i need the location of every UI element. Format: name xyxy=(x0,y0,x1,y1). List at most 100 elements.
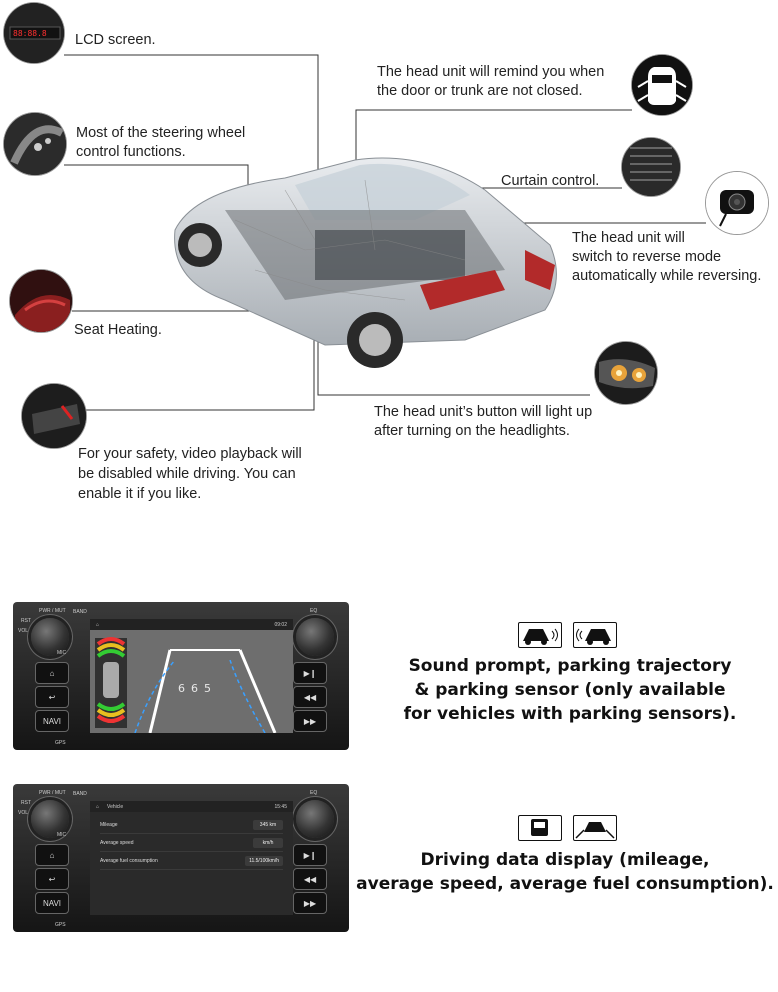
label-vol-2: VOL xyxy=(18,810,29,816)
feature-diagram: 88:88.8 LCD screen. xyxy=(4,3,768,504)
vehicle-data-list: Mileage 345 km Average speed km/h Averag… xyxy=(90,812,293,915)
status-bar-2: ⌂ Vehicle 15:45 xyxy=(90,801,293,812)
callout-button: The head unit’s button will light up aft… xyxy=(374,403,592,441)
volume-knob-2[interactable] xyxy=(31,800,69,838)
next-button-2[interactable]: ▶❙ xyxy=(293,844,327,866)
svg-text:88:88.8: 88:88.8 xyxy=(13,29,47,38)
row-value: km/h xyxy=(253,837,283,848)
vehicle-title: Vehicle xyxy=(107,803,124,810)
parking-caption-line-3: for vehicles with parking sensors). xyxy=(403,704,737,724)
curtain-icon xyxy=(622,138,680,196)
home-icon[interactable]: ⌂ xyxy=(96,621,100,628)
parking-caption-line-2: & parking sensor (only available xyxy=(414,680,726,700)
row-label: Average speed xyxy=(100,839,134,846)
prev-button[interactable]: ◀◀ xyxy=(293,686,327,708)
unit-screen-2: ⌂ Vehicle 15:45 Mileage 345 km Average s… xyxy=(90,801,293,915)
callout-reverse-line-1: The head unit will xyxy=(572,230,685,246)
status-time: 09:02 xyxy=(274,621,287,628)
lcd-screen-icon: 88:88.8 xyxy=(4,3,64,63)
callout-lcd: LCD screen. xyxy=(75,31,156,50)
home-button[interactable]: ⌂ xyxy=(35,662,69,684)
headlight-icon xyxy=(595,342,657,404)
parking-caption: Sound prompt, parking trajectory & parki… xyxy=(385,654,755,726)
unit-screen: ⌂ 09:02 665 xyxy=(90,619,293,733)
driving-caption: Driving data display (mileage, average s… xyxy=(355,848,775,896)
label-rst-2: RST xyxy=(21,800,31,806)
vehicle-row-fuel: Average fuel consumption 11.5/100km/h xyxy=(100,852,283,870)
reverse-camera-icon xyxy=(706,172,768,234)
seat-heating-icon xyxy=(10,270,72,332)
parking-caption-line-1: Sound prompt, parking trajectory xyxy=(408,656,732,676)
label-rst: RST xyxy=(21,618,31,624)
status-time-2: 15:45 xyxy=(274,803,287,810)
volume-knob[interactable] xyxy=(31,618,69,656)
head-unit-parking: PWR / MUT BAND EQ VOL RST MIC ⌂ ↩ NAVI ▶… xyxy=(13,602,349,750)
car-speed-icon xyxy=(573,815,617,841)
navi-label: NAVI xyxy=(42,716,62,726)
callout-reverse-line-3: automatically while reversing. xyxy=(572,268,762,284)
callout-seat: Seat Heating. xyxy=(74,321,162,340)
home-icon-2[interactable]: ⌂ xyxy=(96,803,100,810)
callout-seat-text: Seat Heating. xyxy=(74,322,162,338)
label-band-2: BAND xyxy=(73,791,87,797)
tune-knob-2[interactable] xyxy=(296,800,334,838)
label-pwr-2: PWR / MUT xyxy=(39,790,66,796)
driving-caption-line-2: average speed, average fuel consumption)… xyxy=(356,874,774,894)
seek-button[interactable]: ▶▶ xyxy=(293,710,327,732)
back-button-2[interactable]: ↩ xyxy=(35,868,69,890)
parking-sensor-front-icon xyxy=(518,622,562,648)
next-button[interactable]: ▶❙ xyxy=(293,662,327,684)
door-open-icon xyxy=(632,55,692,115)
callout-door-line-1: The head unit will remind you when xyxy=(377,64,605,80)
steering-wheel-icon xyxy=(4,113,66,175)
row-value: 345 km xyxy=(253,819,283,830)
prev-button-2[interactable]: ◀◀ xyxy=(293,868,327,890)
label-mic: MIC xyxy=(57,650,67,656)
label-eq-2: EQ xyxy=(310,790,318,796)
callout-reverse: The head unit will switch to reverse mod… xyxy=(572,229,761,286)
callout-door-line-2: the door or trunk are not closed. xyxy=(377,83,583,99)
row-label: Average fuel consumption xyxy=(100,857,158,864)
callout-video-line-3: enable it if you like. xyxy=(78,486,202,502)
vehicle-row-mileage: Mileage 345 km xyxy=(100,816,283,834)
rear-camera-view: 665 xyxy=(90,630,293,733)
fuel-display-icon xyxy=(518,815,562,841)
driving-caption-line-1: Driving data display (mileage, xyxy=(420,850,710,870)
label-band: BAND xyxy=(73,609,87,615)
callout-door: The head unit will remind you when the d… xyxy=(377,63,604,101)
road-marking-text: 665 xyxy=(178,682,217,695)
callout-lcd-text: LCD screen. xyxy=(75,32,156,48)
label-gps-2: GPS xyxy=(55,922,66,928)
car-cutaway-image xyxy=(174,157,557,368)
back-button[interactable]: ↩ xyxy=(35,686,69,708)
vehicle-row-speed: Average speed km/h xyxy=(100,834,283,852)
label-mic-2: MIC xyxy=(57,832,67,838)
navi-button[interactable]: NAVI xyxy=(35,710,69,732)
callout-video-line-1: For your safety, video playback will xyxy=(78,446,302,462)
callout-video: For your safety, video playback will be … xyxy=(78,444,302,504)
row-value: 11.5/100km/h xyxy=(245,855,283,866)
callout-video-line-2: be disabled while driving. You can xyxy=(78,466,296,482)
seek-button-2[interactable]: ▶▶ xyxy=(293,892,327,914)
parking-sensor-rear-icon xyxy=(573,622,617,648)
label-eq: EQ xyxy=(310,608,318,614)
callout-steering: Most of the steering wheel control funct… xyxy=(76,124,245,162)
home-button-2[interactable]: ⌂ xyxy=(35,844,69,866)
label-pwr: PWR / MUT xyxy=(39,608,66,614)
callout-button-line-1: The head unit’s button will light up xyxy=(374,404,593,420)
callout-reverse-line-2: switch to reverse mode xyxy=(572,249,722,265)
status-bar: ⌂ 09:02 xyxy=(90,619,293,630)
callout-steering-line-1: Most of the steering wheel xyxy=(76,125,246,141)
callout-curtain: Curtain control. xyxy=(501,172,599,191)
label-gps: GPS xyxy=(55,740,66,746)
head-unit-vehicle: PWR / MUT BAND EQ VOL RST MIC ⌂ ↩ NAVI ▶… xyxy=(13,784,349,932)
parking-trajectory: 665 xyxy=(90,630,293,733)
label-vol: VOL xyxy=(18,628,29,634)
callout-steering-line-2: control functions. xyxy=(76,144,186,160)
tune-knob[interactable] xyxy=(296,618,334,656)
callout-curtain-text: Curtain control. xyxy=(501,173,600,189)
callout-button-line-2: after turning on the headlights. xyxy=(374,423,570,439)
navi-button-2[interactable]: NAVI xyxy=(35,892,69,914)
navi-label-2: NAVI xyxy=(42,898,62,908)
video-icon xyxy=(22,384,86,448)
